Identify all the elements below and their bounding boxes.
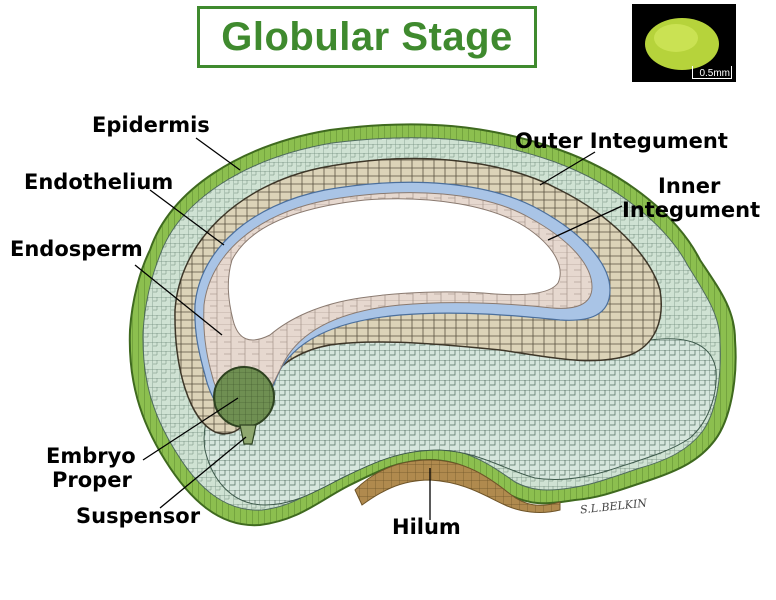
leader-inner-integument — [547, 205, 623, 241]
leader-epidermis — [195, 137, 241, 171]
scale-bar — [692, 66, 732, 79]
seed-photo — [645, 18, 719, 70]
title-box: Globular Stage — [197, 6, 537, 68]
central-cavity — [227, 198, 561, 341]
label-hilum: Hilum — [392, 515, 461, 539]
seed-photo-thumbnail: 0.5mm — [632, 4, 736, 82]
label-epidermis: Epidermis — [92, 113, 210, 137]
label-inner-integument-line2: Integument — [622, 198, 761, 222]
label-embryo-proper-line1: Embryo — [46, 444, 136, 468]
leader-outer-integument — [539, 151, 596, 186]
leader-suspensor — [159, 436, 247, 509]
label-outer-integument: Outer Integument — [515, 129, 728, 153]
page-title: Globular Stage — [221, 14, 513, 59]
leader-endothelium — [149, 189, 225, 246]
leader-endosperm — [134, 264, 223, 336]
label-suspensor: Suspensor — [76, 504, 201, 528]
embryo-proper — [213, 366, 275, 428]
leader-embryo — [142, 397, 239, 461]
leader-lines — [134, 137, 623, 520]
label-embryo-proper-line2: Proper — [52, 468, 132, 492]
label-endothelium: Endothelium — [24, 170, 174, 194]
label-inner-integument-line1: Inner — [658, 174, 721, 198]
label-endosperm: Endosperm — [10, 237, 143, 261]
scale-bar-label: 0.5mm — [699, 68, 730, 79]
